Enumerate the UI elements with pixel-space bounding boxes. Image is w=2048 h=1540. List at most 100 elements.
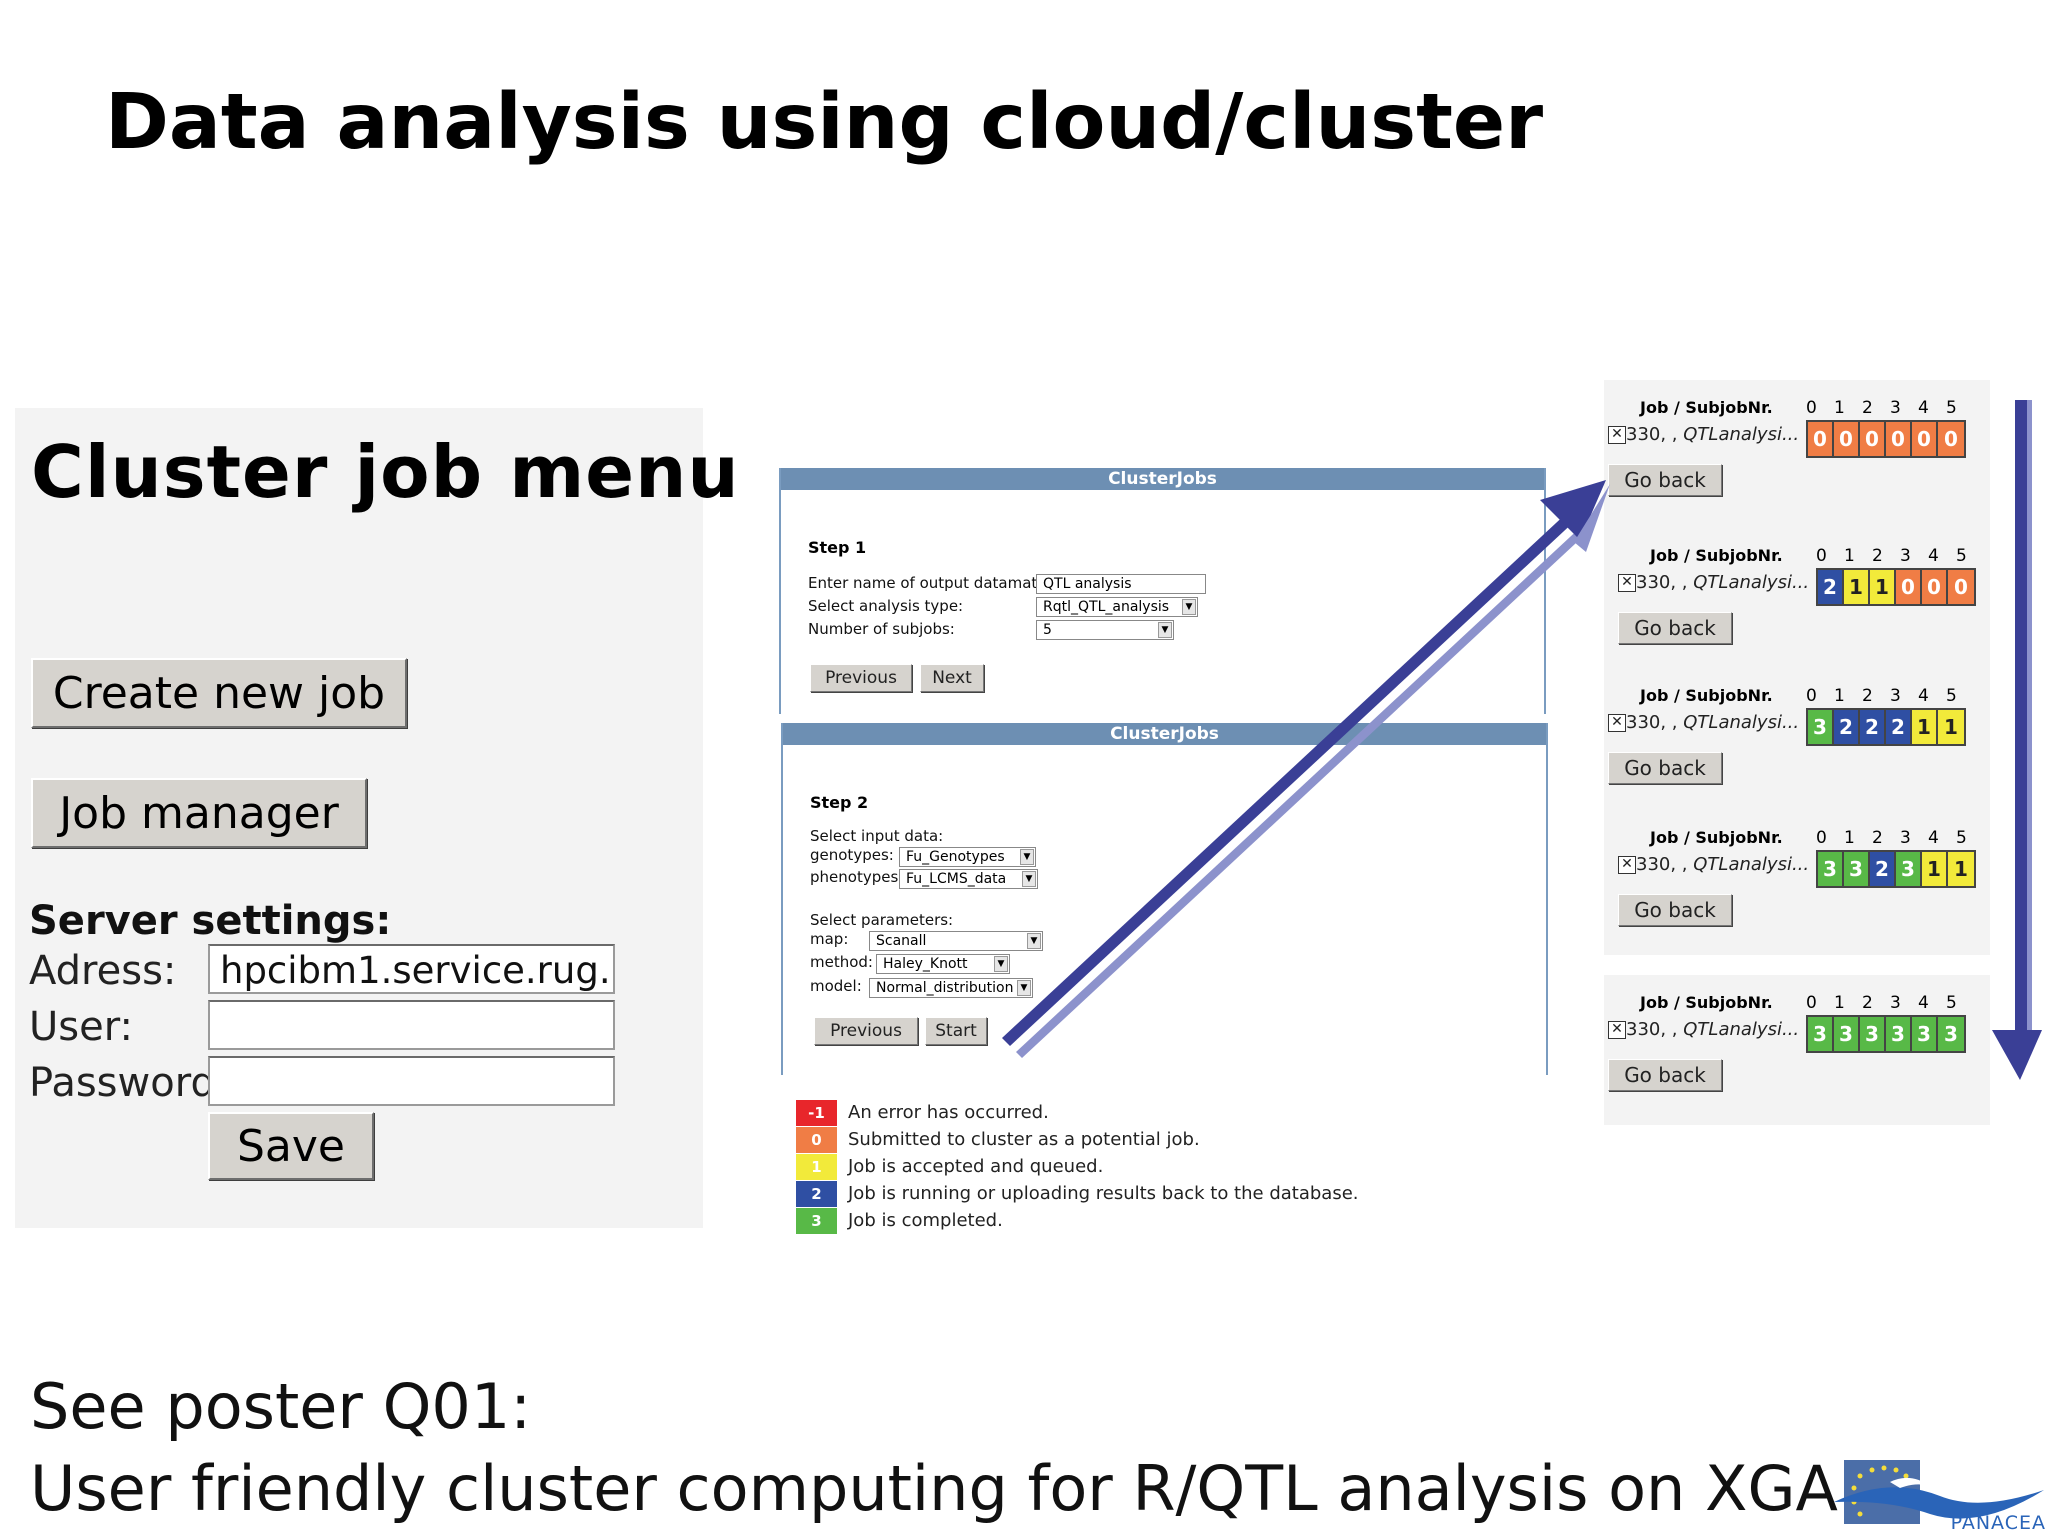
output-name-input[interactable]: QTL analysis — [1036, 574, 1206, 594]
subjob-index-label: 0 — [1816, 546, 1827, 566]
subjobs-select[interactable]: 5▼ — [1036, 620, 1174, 640]
step1-next-button[interactable]: Next — [920, 664, 984, 692]
chevron-down-icon: ▼ — [1020, 849, 1034, 865]
user-input[interactable] — [208, 1000, 615, 1050]
subjob-index-label: 4 — [1928, 828, 1939, 848]
subjob-status-cell: 3 — [1886, 1017, 1912, 1051]
job-row: ✕330, , QTLanalysi... — [1608, 424, 1799, 445]
subjob-index-label: 0 — [1806, 686, 1817, 706]
job-row: ✕330, , QTLanalysi... — [1608, 1019, 1799, 1040]
job-name: QTLanalysi... — [1693, 572, 1810, 593]
model-select[interactable]: Normal_distribution▼ — [869, 978, 1033, 998]
phenotypes-label: phenotypes: — [810, 868, 904, 886]
step2-start-button[interactable]: Start — [925, 1017, 987, 1045]
genotypes-label: genotypes: — [810, 846, 894, 864]
chevron-down-icon: ▼ — [1017, 980, 1031, 996]
subjob-index-label: 5 — [1956, 828, 1967, 848]
subjob-index-label: 1 — [1844, 546, 1855, 566]
subjob-index-label: 2 — [1862, 993, 1873, 1013]
subjob-index-label: 2 — [1862, 686, 1873, 706]
subjob-status-cell: 0 — [1860, 422, 1886, 456]
subjob-index-label: 0 — [1816, 828, 1827, 848]
subjob-status-cell: 0 — [1834, 422, 1860, 456]
legend-text: An error has occurred. — [848, 1102, 1049, 1123]
legend-text: Submitted to cluster as a potential job. — [848, 1129, 1200, 1150]
step1-label: Step 1 — [808, 538, 867, 557]
start-to-jobs-arrow — [1002, 480, 1610, 1058]
job-id: 330, , — [1626, 712, 1684, 733]
job-id: 330, , — [1626, 424, 1684, 445]
legend-swatch: 2 — [796, 1181, 837, 1207]
logo-text: PANACEA — [1950, 1512, 2046, 1534]
analysis-type-select[interactable]: Rqtl_QTL_analysis▼ — [1036, 597, 1198, 617]
job-row: ✕330, , QTLanalysi... — [1618, 572, 1809, 593]
analysis-type-value: Rqtl_QTL_analysis — [1043, 599, 1170, 615]
password-input[interactable] — [208, 1056, 615, 1106]
slide-title: Data analysis using cloud/cluster — [105, 78, 1544, 167]
footer-line2: User friendly cluster computing for R/QT… — [30, 1452, 1876, 1525]
subjob-status-cell: 1 — [1912, 710, 1938, 744]
genotypes-select[interactable]: Fu_Genotypes ▼ — [899, 847, 1036, 867]
subjob-status-cell: 0 — [1896, 570, 1922, 604]
go-back-button[interactable]: Go back — [1618, 894, 1732, 926]
legend-swatch: 1 — [796, 1154, 837, 1180]
step1-previous-button[interactable]: Previous — [810, 664, 912, 692]
legend-text: Job is running or uploading results back… — [848, 1183, 1359, 1204]
go-back-button[interactable]: Go back — [1608, 1059, 1722, 1091]
analysis-type-label: Select analysis type: — [808, 597, 964, 615]
legend-swatch: 0 — [796, 1127, 837, 1153]
server-settings-heading: Server settings: — [29, 898, 392, 944]
step2-previous-button[interactable]: Previous — [814, 1017, 918, 1045]
output-name-label: Enter name of output datamatrix: — [808, 574, 1062, 592]
subjob-status-cell: 1 — [1870, 570, 1896, 604]
method-select[interactable]: Haley_Knott▼ — [876, 954, 1010, 974]
job-name: QTLanalysi... — [1683, 424, 1800, 445]
subjob-index-label: 3 — [1900, 828, 1911, 848]
subjob-status-cell: 2 — [1870, 852, 1896, 886]
delete-job-icon[interactable]: ✕ — [1618, 856, 1636, 874]
delete-job-icon[interactable]: ✕ — [1608, 714, 1626, 732]
save-button[interactable]: Save — [208, 1112, 374, 1180]
footer-line1: See poster Q01: — [30, 1370, 532, 1443]
subjob-index-label: 2 — [1872, 546, 1883, 566]
address-input[interactable]: hpcibm1.service.rug.nl — [208, 944, 615, 994]
address-label: Adress: — [29, 948, 177, 994]
delete-job-icon[interactable]: ✕ — [1608, 426, 1626, 444]
subjob-status-cell: 0 — [1948, 570, 1974, 604]
job-name: QTLanalysi... — [1683, 712, 1800, 733]
job-subjob-header: Job / SubjobNr. — [1650, 828, 1783, 847]
go-back-button[interactable]: Go back — [1618, 612, 1732, 644]
create-new-job-button[interactable]: Create new job — [31, 658, 407, 728]
phenotypes-select[interactable]: Fu_LCMS_data▼ — [899, 869, 1038, 889]
delete-job-icon[interactable]: ✕ — [1618, 574, 1636, 592]
job-id: 330, , — [1636, 854, 1694, 875]
model-value: Normal_distribution — [876, 980, 1014, 996]
clusterjobs-step1-header: ClusterJobs — [781, 468, 1544, 490]
subjob-index-label: 4 — [1918, 398, 1929, 418]
legend-text: Job is accepted and queued. — [848, 1156, 1104, 1177]
subjob-index-label: 3 — [1890, 686, 1901, 706]
subjob-index-label: 4 — [1918, 993, 1929, 1013]
subjob-index-label: 5 — [1956, 546, 1967, 566]
subjob-status-cell: 3 — [1818, 852, 1844, 886]
legend-swatch: -1 — [796, 1100, 837, 1126]
genotypes-value: Fu_Genotypes — [906, 849, 1005, 865]
status-legend: -1 An error has occurred. 0 Submitted to cl… — [796, 1100, 1359, 1236]
subjob-status-cell: 3 — [1808, 710, 1834, 744]
subjob-status-cell: 1 — [1948, 852, 1974, 886]
step2-label: Step 2 — [810, 793, 869, 812]
go-back-button[interactable]: Go back — [1608, 464, 1722, 496]
go-back-button[interactable]: Go back — [1608, 752, 1722, 784]
job-manager-button[interactable]: Job manager — [31, 778, 367, 848]
chevron-down-icon: ▼ — [1158, 622, 1172, 638]
panacea-logo-mark — [1834, 1460, 2044, 1524]
delete-job-icon[interactable]: ✕ — [1608, 1021, 1626, 1039]
subjob-index-label: 1 — [1844, 828, 1855, 848]
map-select[interactable]: Scanall▼ — [869, 931, 1043, 951]
legend-text: Job is completed. — [848, 1210, 1003, 1231]
